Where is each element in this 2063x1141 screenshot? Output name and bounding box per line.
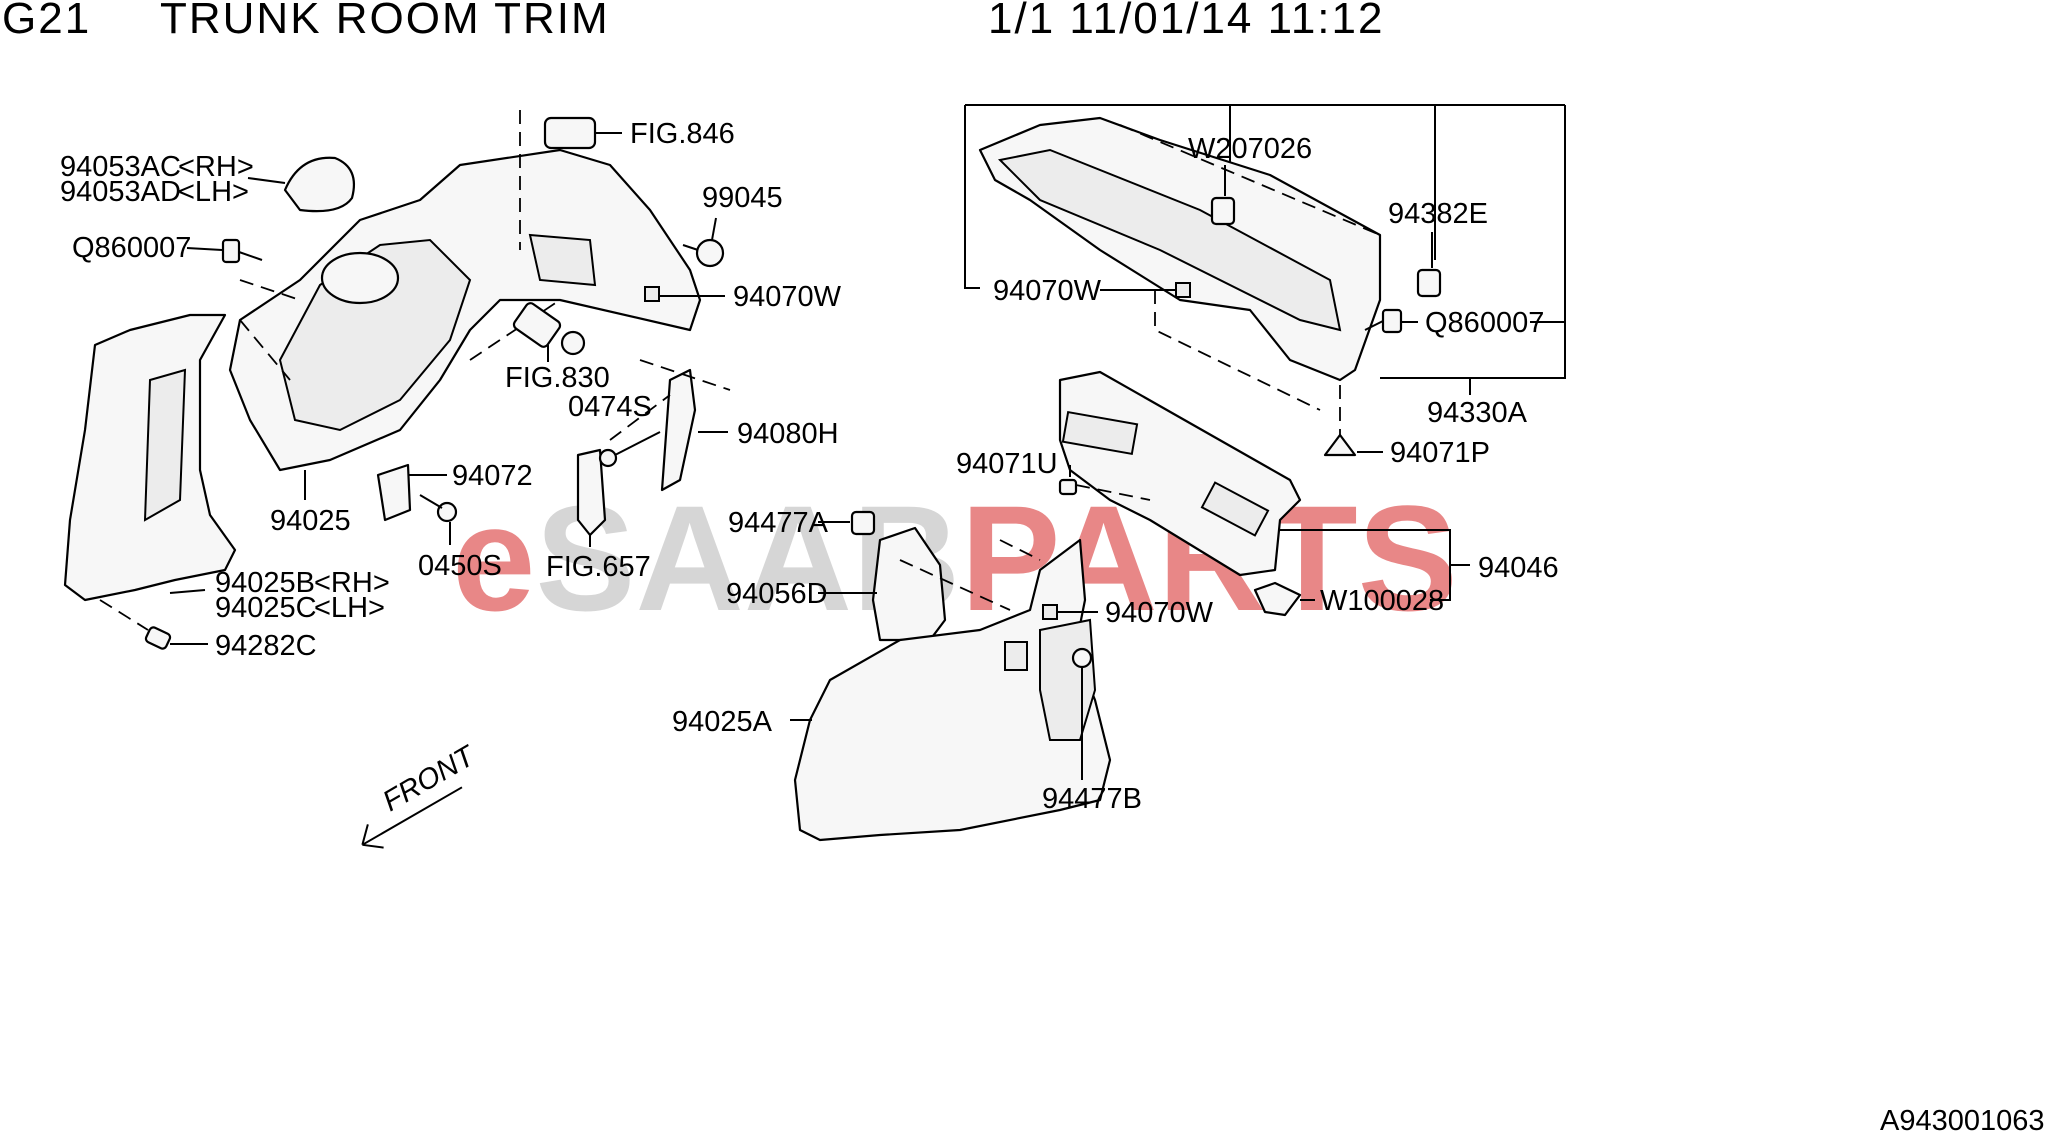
trim-94025a	[793, 538, 1112, 842]
label-94025b-side: <RH>	[314, 567, 390, 599]
label-0474s: 0474S	[568, 391, 652, 423]
rear-panel-dashes	[1119, 124, 1381, 411]
clip-94477b	[1071, 647, 1093, 669]
sill-grille-2	[1200, 481, 1270, 537]
label-94080h: 94080H	[737, 418, 839, 450]
clip-94071u	[1058, 478, 1151, 501]
label-94071p: 94071P	[1390, 437, 1490, 469]
label-94053ac: 94053AC	[60, 151, 181, 183]
label-w207026: W207026	[1188, 133, 1312, 165]
label-94025c: 94025C	[215, 592, 317, 624]
label-94477b: 94477B	[1042, 783, 1142, 815]
label-94025: 94025	[270, 505, 351, 537]
front-arrow	[361, 786, 463, 849]
belt-fig657	[576, 448, 607, 537]
page-info: 1/1 11/01/14 11:12	[988, 0, 1385, 43]
clip-q860007-left	[221, 238, 263, 264]
label-94382e: 94382E	[1388, 198, 1488, 230]
label-94477a: 94477A	[728, 507, 829, 539]
lower-dashes	[899, 539, 1041, 611]
trim-94025a-slot	[1004, 641, 1028, 671]
label-94070w-top: 94070W	[733, 281, 842, 313]
switch-fig830	[512, 302, 586, 356]
label-94282c: 94282C	[215, 630, 317, 662]
leader-dashes-2	[609, 359, 731, 441]
bracket-94080h	[660, 368, 697, 492]
clip-w100028	[1253, 581, 1302, 617]
clip-94382e	[1416, 268, 1442, 298]
label-fig657: FIG.657	[546, 551, 651, 583]
clip-q860007-right	[1364, 308, 1403, 334]
lamp-fig846	[543, 116, 597, 150]
label-fig830: FIG.830	[505, 362, 610, 394]
label-94025c-side: <LH>	[314, 592, 385, 624]
leader-99045	[711, 217, 717, 241]
label-q860007-left: Q860007	[72, 232, 191, 264]
sill-grille-1	[1061, 410, 1139, 456]
diagram-title: TRUNK ROOM TRIM	[160, 0, 610, 43]
speaker-cover-94053	[283, 156, 356, 213]
label-94070w-right	[1175, 282, 1191, 298]
label-94025b: 94025B	[215, 567, 315, 599]
label-94071u: 94071U	[956, 448, 1058, 480]
label-diagram-code: A943001063	[1880, 1105, 2045, 1137]
clip-94477a	[850, 510, 876, 536]
label-94072: 94072	[452, 460, 533, 492]
clip-94071p	[1323, 385, 1357, 457]
leader-94053	[247, 177, 286, 184]
label-94046: 94046	[1478, 552, 1559, 584]
label-94053ad-side: <LH>	[178, 176, 249, 208]
cover-94056d	[871, 526, 947, 642]
label-94070w-bottom: 94070W	[1105, 597, 1214, 629]
label-94070w-top	[644, 286, 660, 302]
bolt-0474s	[598, 431, 661, 468]
label-94070w-right: 94070W	[993, 275, 1102, 307]
leader-q860007-left	[186, 247, 223, 251]
label-94070w-bottom	[1042, 604, 1058, 620]
pillar-trim-inner	[143, 368, 187, 522]
clip-w207026	[1210, 196, 1236, 226]
trim-window	[528, 233, 597, 287]
label-94053ac-side: <RH>	[178, 151, 254, 183]
rear-panel-inner	[997, 148, 1342, 332]
label-0450s: 0450S	[418, 550, 502, 582]
label-99045: 99045	[702, 182, 783, 214]
label-94053ad: 94053AD	[60, 176, 181, 208]
label-fig846: FIG.846	[630, 118, 735, 150]
bolt-0450s	[419, 494, 458, 523]
speaker-opening	[320, 251, 400, 305]
leader-dashes-1	[239, 110, 561, 381]
label-w100028: W100028	[1320, 585, 1444, 617]
label-q860007-right: Q860007	[1425, 307, 1544, 339]
clip-94282c	[99, 599, 172, 650]
group-code: G21	[2, 0, 92, 43]
label-94056d: 94056D	[726, 578, 828, 610]
grommet-99045	[682, 238, 725, 268]
group-frame-94330a	[964, 104, 1566, 379]
leader-94025b	[169, 589, 206, 594]
leader-94046-frame	[1280, 529, 1470, 601]
watermark-prefix: e	[452, 474, 535, 642]
label-94025a: 94025A	[672, 706, 773, 738]
bracket-94072	[376, 463, 412, 522]
label-94330a: 94330A	[1427, 397, 1528, 429]
